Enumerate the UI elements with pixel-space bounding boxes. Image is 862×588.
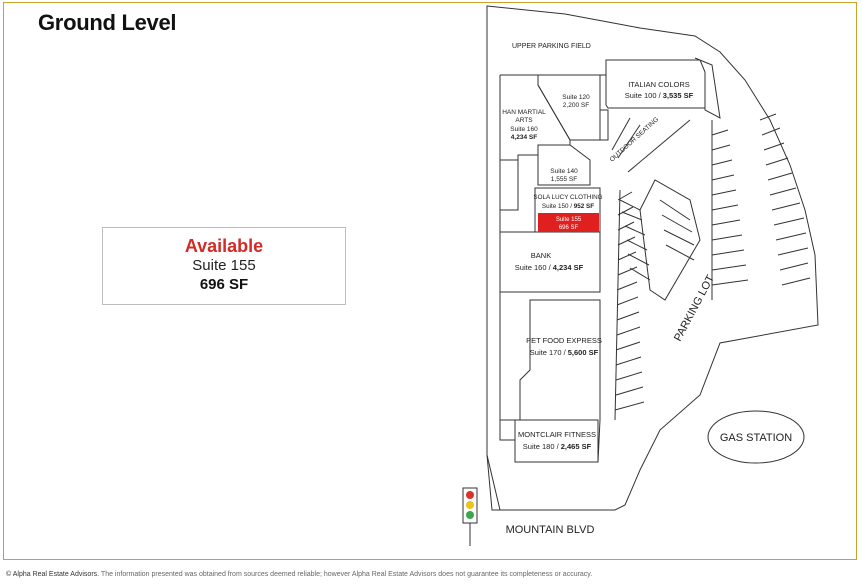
upper-parking-label: UPPER PARKING FIELD <box>512 43 591 50</box>
page-title: Ground Level <box>38 10 177 35</box>
han-martial-suite: Suite 160 <box>510 126 538 133</box>
building-notch <box>600 109 609 141</box>
parking-lot-label: PARKING LOT <box>672 273 717 343</box>
suite155-highlight <box>538 213 599 232</box>
suite140-sf: 1,555 SF <box>551 176 577 183</box>
han-martial-name1: HAN MARTIAL <box>502 109 546 116</box>
italian-colors-suite-text: Suite 100 / <box>625 91 663 100</box>
fitness-unit <box>514 419 599 463</box>
gas-station-label: GAS STATION <box>720 432 792 444</box>
traffic-light-icon <box>462 487 478 546</box>
montclair-sf: 2,465 SF <box>561 442 592 451</box>
available-sf: 696 SF <box>199 276 249 293</box>
pet-food-unit <box>530 299 601 420</box>
pet-food-suite: Suite 170 / 5,600 SF <box>530 348 599 357</box>
gas-station-outline <box>707 410 805 464</box>
footer-copyright: © Alpha Real Estate Advisors. <box>6 571 100 578</box>
suite140-unit <box>537 144 591 186</box>
suite155-sf: 696 SF <box>559 225 579 231</box>
site-boundary <box>486 5 819 511</box>
han-martial-sf: 4,234 SF <box>511 134 537 141</box>
suite120-sf: 2,200 SF <box>563 102 589 109</box>
suite155-label: Suite 155 <box>556 217 582 223</box>
italian-colors-unit <box>605 72 706 109</box>
pet-food-sf: 5,600 SF <box>568 348 599 357</box>
bank-suite-text: Suite 160 / <box>515 263 553 272</box>
suite120-label: Suite 120 <box>562 94 590 101</box>
parking-stalls-left <box>614 189 645 421</box>
parking-island <box>619 179 701 301</box>
page-frame <box>3 2 857 560</box>
italian-colors-sf: 3,535 SF <box>663 91 694 100</box>
sola-lucy-suite: Suite 150 / 952 SF <box>542 203 594 210</box>
han-martial-unit <box>500 74 571 160</box>
han-martial-name2: ARTS <box>515 117 533 124</box>
italian-colors-suite: Suite 100 / 3,535 SF <box>625 91 694 100</box>
footer-disclaimer: © Alpha Real Estate Advisors. The inform… <box>6 571 592 578</box>
sola-lucy-name: SOLA LUCY CLOTHING <box>533 194 602 201</box>
pet-food-name: PET FOOD EXPRESS <box>526 336 602 345</box>
montclair-suite: Suite 180 / 2,465 SF <box>523 442 592 451</box>
sola-lucy-sf: 952 SF <box>574 203 594 210</box>
outdoor-seating-wedge <box>611 117 641 159</box>
italian-colors-name: ITALIAN COLORS <box>628 80 690 89</box>
bank-sf: 4,234 SF <box>553 263 584 272</box>
suite140-label: Suite 140 <box>550 168 578 175</box>
available-suite-box: Available Suite 155 696 SF <box>102 227 346 305</box>
outdoor-seating-label: OUTDOOR SEATING <box>609 116 661 163</box>
footer-text: The information presented was obtained f… <box>99 571 593 578</box>
bank-unit <box>500 231 601 293</box>
montclair-suite-text: Suite 180 / <box>523 442 561 451</box>
available-heading: Available <box>184 236 264 256</box>
sola-lucy-suite-text: Suite 150 / <box>542 203 574 210</box>
mountain-blvd-label: MOUNTAIN BLVD <box>506 524 595 536</box>
outdoor-seating-line <box>627 119 691 173</box>
parking-stalls-right <box>711 113 811 300</box>
bank-suite: Suite 160 / 4,234 SF <box>515 263 584 272</box>
montclair-name: MONTCLAIR FITNESS <box>518 430 596 439</box>
bank-name: BANK <box>531 251 551 260</box>
road-edge <box>486 454 501 511</box>
building-outline <box>499 57 721 463</box>
pet-food-suite-text: Suite 170 / <box>530 348 568 357</box>
available-suite: Suite 155 <box>192 257 256 274</box>
